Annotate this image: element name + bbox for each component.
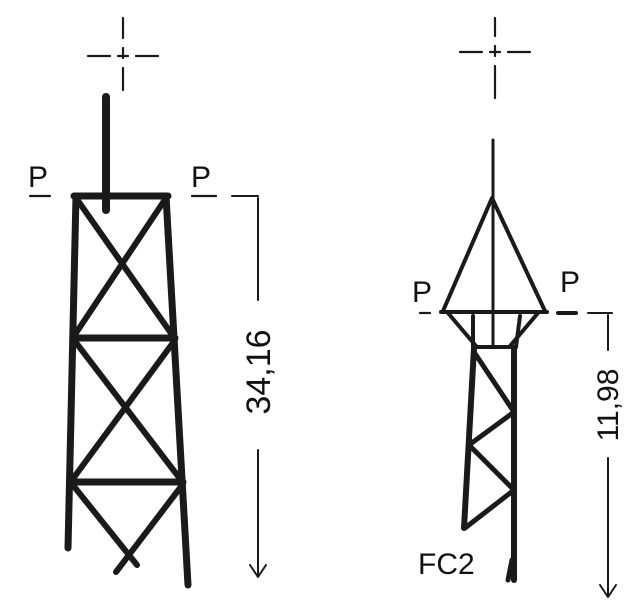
left-height-dimension-line [231, 195, 267, 578]
right-tower-head [439, 196, 549, 349]
left-height-dimension-value: 34,16 [240, 329, 278, 414]
right-p-label-right: P [560, 266, 580, 299]
left-p-label-right: P [191, 161, 211, 194]
right-tower-bracing [462, 349, 517, 583]
left-tower [28, 16, 267, 589]
left-tower-bracing [69, 195, 186, 575]
right-p-label-left: P [412, 276, 432, 309]
right-tower-leg-left [461, 345, 477, 531]
left-centerline-cross [86, 16, 160, 92]
left-tower-leg-right [162, 192, 192, 589]
left-tower-leg-left [64, 192, 80, 552]
right-base-label: FC2 [418, 548, 475, 581]
right-centerline-cross [458, 16, 532, 100]
right-height-dimension-value: 11,98 [592, 369, 625, 442]
right-tower [418, 16, 617, 598]
left-tower-horizontals [67, 192, 187, 486]
left-p-label-left: P [28, 161, 48, 194]
right-height-dimension-line [587, 312, 617, 598]
